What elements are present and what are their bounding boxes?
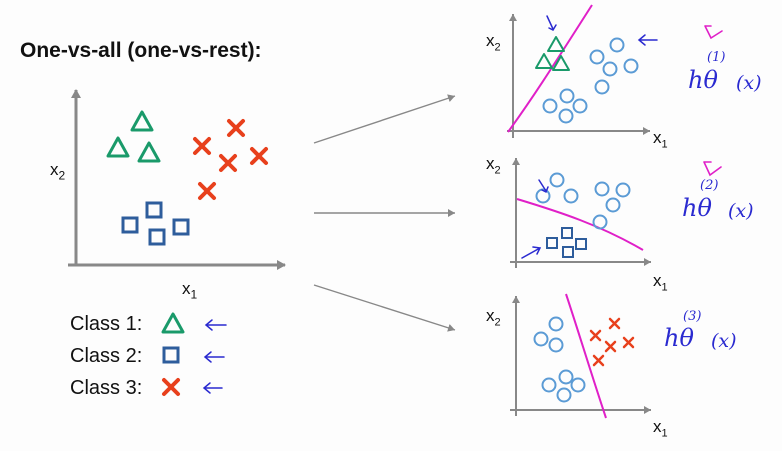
subplot-3 (510, 293, 651, 419)
triangle-marker (161, 312, 185, 334)
hypothesis1-superscript: (1) (707, 50, 726, 65)
circle-marker (589, 49, 605, 65)
legend-class3: Class 3: (70, 377, 143, 399)
circle-marker (549, 172, 565, 188)
square-marker (172, 218, 190, 236)
legend-class2: Class 2: (70, 345, 143, 367)
circle-marker (541, 377, 557, 393)
legend-symbols (161, 312, 185, 396)
subplot2-xlabel: x1 (653, 271, 668, 294)
triangle-marker (106, 136, 130, 158)
circle-marker (602, 61, 618, 77)
triangle-marker (535, 53, 553, 69)
triangle-marker (552, 55, 570, 71)
main-class2-squares (121, 201, 190, 246)
circle-marker (605, 197, 621, 213)
square-marker (162, 346, 180, 364)
circle-marker (570, 377, 586, 393)
hypothesis3-superscript: (3) (683, 309, 702, 324)
square-marker (561, 227, 573, 239)
subplot1-ylabel: x2 (486, 31, 501, 54)
connector-arrows (313, 94, 456, 332)
square-marker (562, 246, 574, 258)
circle-marker (558, 369, 574, 385)
decision-boundary (516, 198, 644, 251)
cross-marker (162, 378, 180, 396)
triangle-marker (137, 141, 161, 163)
main-ylabel: x2 (50, 160, 66, 183)
main-plot-axes (68, 89, 286, 270)
hypothesis1-arg: (x) (736, 72, 762, 94)
subplot1-xlabel: x1 (653, 128, 668, 151)
cross-marker (622, 336, 635, 349)
circle-marker (623, 58, 639, 74)
cross-marker (250, 147, 268, 165)
hypothesis2-arg: (x) (728, 200, 754, 222)
ink-arrow (521, 246, 542, 259)
square-marker (575, 238, 587, 250)
circle-marker (563, 188, 579, 204)
subplot2-ylabel: x2 (486, 154, 501, 177)
legend-ink-arrows (202, 319, 227, 394)
circle-marker (572, 98, 588, 114)
subplot-2 (510, 158, 651, 268)
hypothesis1-label: hθ (688, 66, 718, 94)
triangle-marker (547, 36, 565, 52)
cross-marker (608, 317, 621, 330)
circle-marker (615, 182, 631, 198)
circle-marker (558, 108, 574, 124)
decision-boundary (565, 293, 607, 419)
circle-marker (609, 37, 625, 53)
circle-marker (594, 181, 610, 197)
ink-arrow (538, 179, 549, 194)
square-marker (148, 228, 166, 246)
decision-boundary (507, 4, 593, 133)
main-class3-crosses (193, 119, 268, 200)
circle-marker (592, 214, 608, 230)
circle-marker (559, 88, 575, 104)
hypothesis2-label: hθ (682, 194, 712, 222)
cross-marker (198, 182, 216, 200)
square-marker (121, 216, 139, 234)
slide-title: One-vs-all (one-vs-rest): (20, 39, 262, 62)
circle-marker (548, 316, 564, 332)
hypothesis3-label: hθ (664, 324, 694, 352)
hypothesis-ink-marks (703, 25, 723, 177)
circle-marker (594, 79, 610, 95)
legend-class1: Class 1: (70, 313, 143, 335)
hypothesis2-superscript: (2) (700, 178, 719, 193)
subplot3-xlabel: x1 (653, 417, 668, 440)
ink-arrow (546, 15, 557, 31)
circle-marker (535, 188, 551, 204)
hypothesis3-arg: (x) (711, 330, 737, 352)
circle-marker (548, 337, 564, 353)
circle-marker (556, 387, 572, 403)
triangle-marker (130, 110, 154, 132)
subplot-1 (507, 4, 658, 138)
circle-marker (533, 331, 549, 347)
cross-marker (604, 340, 617, 353)
cross-marker (592, 354, 605, 367)
square-marker (145, 201, 163, 219)
main-class1-triangles (106, 110, 161, 163)
cross-marker (219, 154, 237, 172)
square-marker (546, 237, 558, 249)
cross-marker (193, 137, 211, 155)
cross-marker (227, 119, 245, 137)
main-xlabel: x1 (182, 279, 198, 302)
cross-marker (589, 329, 602, 342)
subplot3-ylabel: x2 (486, 306, 501, 329)
circle-marker (542, 98, 558, 114)
ink-arrow (637, 34, 658, 46)
